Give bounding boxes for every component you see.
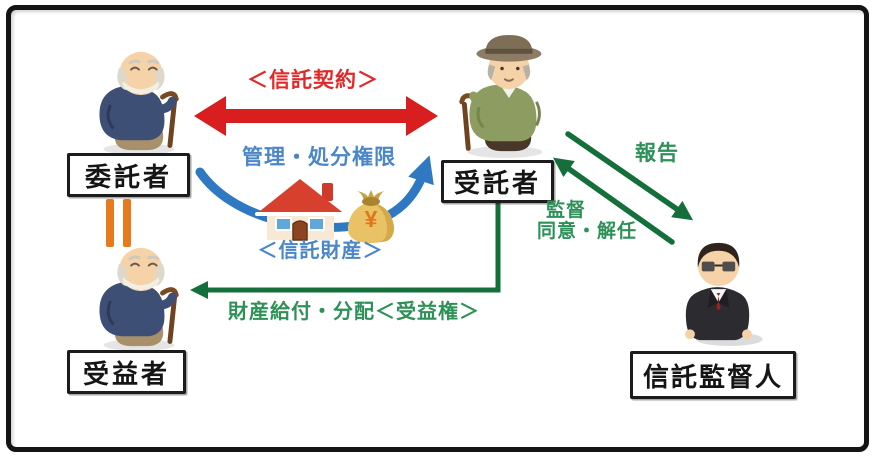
yen-symbol: ¥	[364, 206, 378, 232]
diagram-border	[6, 5, 869, 452]
trustee-label: 受託者	[453, 168, 541, 198]
consent-dismissal-label: 同意・解任	[537, 221, 638, 242]
report-supervision-arrows	[553, 131, 694, 245]
supervisor-label: 信託監督人	[642, 361, 783, 392]
supervision-arrow	[553, 157, 675, 245]
authority-label: 管理・処分権限	[242, 146, 396, 169]
report-arrow	[565, 131, 694, 221]
elderly-man-icon	[99, 51, 179, 156]
report-label: 報告	[635, 142, 679, 165]
contract-arrow	[194, 96, 438, 136]
equals-bar	[106, 199, 114, 247]
settlor-label: 委託者	[84, 161, 172, 192]
house-icon	[255, 179, 346, 241]
beneficiary-box: 受益者	[67, 350, 186, 394]
equals-bar	[123, 199, 131, 247]
distribution-label: 財産給付・分配＜受益権＞	[228, 301, 480, 323]
beneficiary-label: 受益者	[82, 358, 170, 389]
supervision-label: 監督	[546, 200, 587, 221]
equals-sign	[106, 199, 137, 247]
supervisor-box: 信託監督人	[630, 351, 796, 399]
trustee-box: 受託者	[441, 160, 554, 203]
businessman-icon	[685, 242, 763, 347]
trust-property-label: ＜信託財産＞	[257, 240, 384, 262]
man-with-hat-icon	[459, 35, 543, 158]
contract-label: ＜信託契約＞	[247, 69, 379, 92]
distribution-arrow	[190, 196, 501, 299]
settlor-box: 委託者	[67, 153, 190, 197]
money-bag-icon	[347, 190, 395, 243]
elderly-man-icon	[99, 247, 179, 352]
